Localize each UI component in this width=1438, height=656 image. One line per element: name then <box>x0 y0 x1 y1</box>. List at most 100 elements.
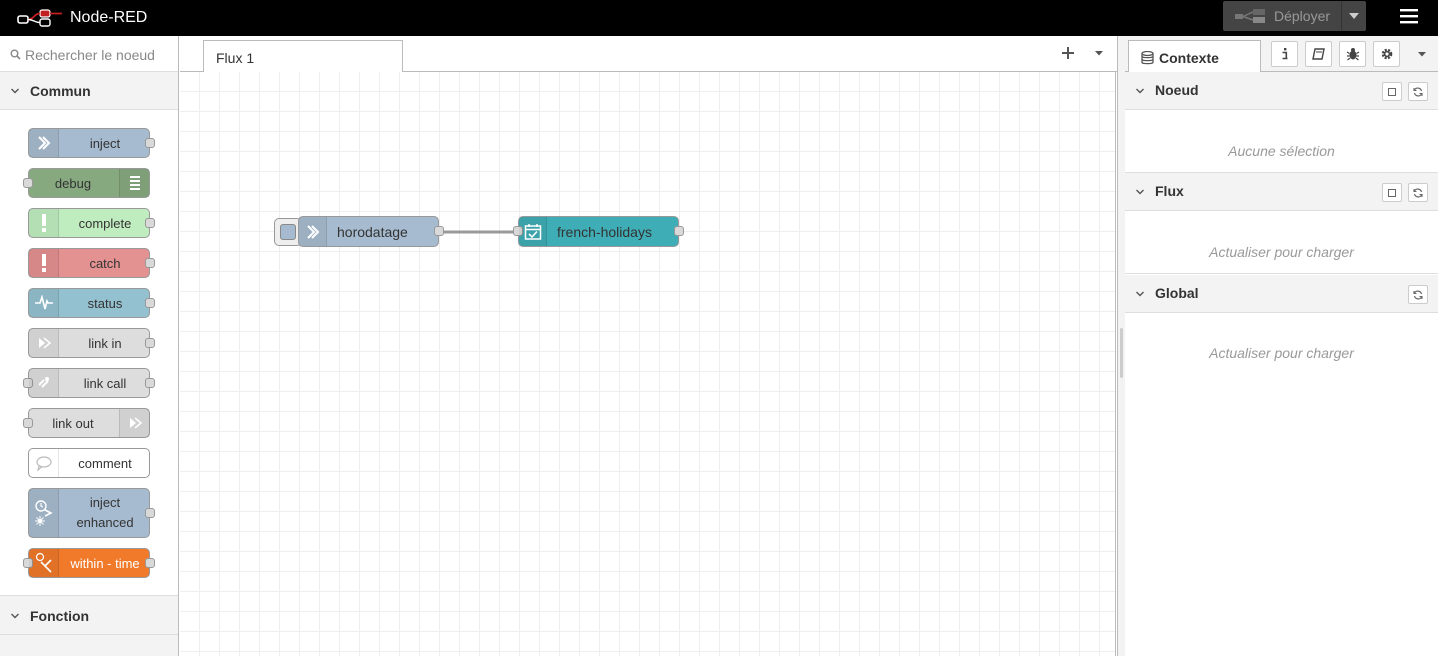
app-logo[interactable]: Node-RED <box>16 7 147 29</box>
tab-info-button[interactable] <box>1271 41 1298 67</box>
link-out-icon <box>119 409 149 437</box>
database-icon <box>1141 51 1154 65</box>
link-call-icon <box>29 369 59 397</box>
palette-category-commun[interactable]: Commun <box>0 72 178 110</box>
node-label-line2: enhanced <box>76 515 134 530</box>
palette-node-link-in[interactable]: link in <box>28 328 155 358</box>
palette-node-inject[interactable]: inject <box>28 128 155 158</box>
search-icon <box>10 49 21 60</box>
node-label: horodatage <box>337 224 408 240</box>
input-port[interactable] <box>513 226 523 236</box>
flow-list-button[interactable] <box>1092 46 1106 60</box>
output-port[interactable] <box>145 138 155 148</box>
palette-node-complete[interactable]: complete <box>28 208 155 238</box>
gear-icon <box>1381 48 1392 60</box>
section-flux-body: Actualiser pour charger <box>1125 211 1438 274</box>
chevron-down-icon <box>1136 189 1144 195</box>
refresh-icon <box>1413 188 1423 197</box>
wire[interactable] <box>180 72 1116 656</box>
flow-node-horodatage[interactable]: horodatage <box>298 216 444 247</box>
caret-down-icon <box>1095 51 1103 56</box>
output-port[interactable] <box>145 218 155 228</box>
palette-node-link-out[interactable]: link out <box>23 408 150 438</box>
split-clock-icon <box>29 549 59 577</box>
arrow-in-icon <box>299 217 327 246</box>
palette-category-fonction[interactable]: Fonction <box>0 597 178 635</box>
section-message: Actualiser pour charger <box>1209 345 1354 361</box>
workspace-canvas[interactable]: horodatage french-holidays <box>180 72 1116 656</box>
input-port[interactable] <box>23 418 33 428</box>
category-label: Fonction <box>30 608 90 624</box>
output-port[interactable] <box>145 508 155 518</box>
palette-category-body: inject debug complete catch status <box>0 110 178 596</box>
deploy-icon <box>1235 9 1265 23</box>
palette-node-comment[interactable]: comment <box>28 448 150 478</box>
tab-config-button[interactable] <box>1373 41 1400 67</box>
add-flow-button[interactable] <box>1060 45 1076 61</box>
arrow-in-icon <box>29 129 59 157</box>
node-label: link out <box>52 416 94 431</box>
toggle-button[interactable] <box>1382 82 1402 101</box>
exclamation-icon <box>29 209 59 237</box>
splitter-grip[interactable] <box>1120 328 1123 378</box>
sidebar-tab-bar: Contexte <box>1125 36 1438 73</box>
section-title: Global <box>1155 285 1199 301</box>
pulse-icon <box>29 289 59 317</box>
output-port[interactable] <box>674 226 684 236</box>
refresh-button[interactable] <box>1408 285 1428 304</box>
tab-flux-1[interactable]: Flux 1 <box>203 40 403 73</box>
refresh-button[interactable] <box>1408 82 1428 101</box>
deploy-button[interactable]: Déployer <box>1223 1 1366 31</box>
bug-icon <box>1346 48 1359 61</box>
node-label: complete <box>78 216 132 231</box>
section-noeud-header[interactable]: Noeud <box>1125 72 1438 110</box>
output-port[interactable] <box>145 258 155 268</box>
palette-search-input[interactable]: Rechercher le noeud <box>0 36 178 72</box>
node-label: within - time <box>70 556 140 571</box>
category-label: Commun <box>30 83 91 99</box>
refresh-button[interactable] <box>1408 183 1428 202</box>
palette-node-within-time[interactable]: within - time <box>23 548 155 578</box>
caret-down-icon <box>1349 13 1359 19</box>
tab-debug-button[interactable] <box>1339 41 1366 67</box>
node-palette: Rechercher le noeud Commun inject debug … <box>0 36 179 656</box>
flow-node-french-holidays[interactable]: french-holidays <box>513 216 684 247</box>
input-port[interactable] <box>23 378 33 388</box>
deploy-dropdown[interactable] <box>1341 1 1366 31</box>
hamburger-icon <box>1400 9 1418 24</box>
palette-node-inject-enhanced[interactable]: inject enhanced <box>28 488 155 538</box>
tab-help-button[interactable] <box>1305 41 1332 67</box>
output-port[interactable] <box>434 226 444 236</box>
palette-node-catch[interactable]: catch <box>28 248 155 278</box>
tab-context[interactable]: Contexte <box>1128 40 1261 73</box>
tab-label: Flux 1 <box>216 50 255 66</box>
node-label: french-holidays <box>557 224 652 240</box>
inject-trigger-button[interactable] <box>274 218 302 246</box>
deploy-label: Déployer <box>1274 8 1331 24</box>
sidebar-tabs-menu[interactable] <box>1409 41 1435 67</box>
sidebar-splitter[interactable] <box>1117 36 1125 656</box>
palette-node-link-call[interactable]: link call <box>23 368 155 398</box>
node-label: comment <box>78 456 132 471</box>
toggle-button[interactable] <box>1382 183 1402 202</box>
chevron-down-icon <box>11 613 19 619</box>
output-port[interactable] <box>145 298 155 308</box>
output-port[interactable] <box>145 378 155 388</box>
section-global-header[interactable]: Global <box>1125 275 1438 313</box>
search-placeholder: Rechercher le noeud <box>25 47 155 63</box>
node-red-logo-icon <box>17 9 62 27</box>
section-title: Flux <box>1155 183 1184 199</box>
main-menu-button[interactable] <box>1398 6 1422 28</box>
input-port[interactable] <box>23 558 33 568</box>
palette-node-status[interactable]: status <box>28 288 155 318</box>
section-title: Noeud <box>1155 82 1199 98</box>
plus-icon <box>1062 47 1074 59</box>
input-port[interactable] <box>23 178 33 188</box>
refresh-icon <box>1413 290 1423 299</box>
palette-node-debug[interactable]: debug <box>23 168 150 198</box>
inject-button-face <box>280 224 296 240</box>
app-title: Node-RED <box>70 9 148 26</box>
output-port[interactable] <box>145 338 155 348</box>
output-port[interactable] <box>145 558 155 568</box>
section-flux-header[interactable]: Flux <box>1125 173 1438 211</box>
